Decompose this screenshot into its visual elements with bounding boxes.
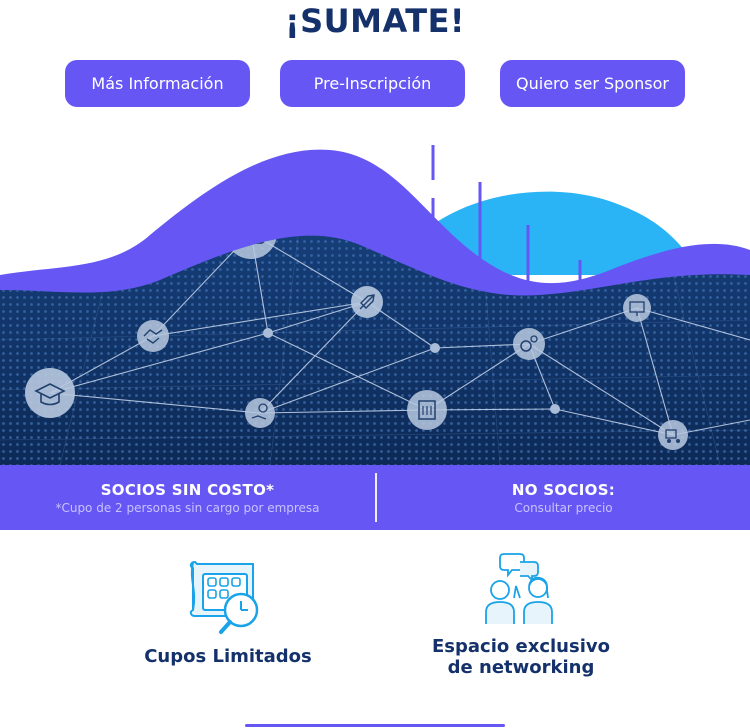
graduation-cap-icon (25, 368, 75, 418)
delivery-icon (658, 420, 688, 450)
monitor-icon (623, 294, 651, 322)
network-map-illustration (0, 145, 750, 465)
more-info-button[interactable]: Más Información (65, 60, 250, 107)
rocket-icon (351, 286, 383, 318)
sky-hill-shape (420, 191, 700, 275)
non-members-pricing: NO SOCIOS: Consultar precio (377, 465, 750, 530)
members-pricing: SOCIOS SIN COSTO* *Cupo de 2 personas si… (0, 465, 375, 530)
feature-label-networking: Espacio exclusivo de networking (396, 636, 646, 678)
handshake-icon (137, 320, 169, 352)
non-members-note: Consultar precio (514, 500, 613, 515)
calendar-clock-icon (189, 560, 259, 634)
pricing-divider (375, 473, 377, 522)
feature-label-networking-line1: Espacio exclusivo (432, 636, 610, 657)
non-members-title: NO SOCIOS: (511, 480, 616, 499)
hand-coin-icon (245, 398, 275, 428)
feature-limited-seats: Cupos Limitados (103, 550, 353, 667)
networking-people-icon (485, 553, 553, 624)
cta-buttons: Más Información Pre-Inscripción Quiero s… (0, 60, 750, 107)
members-title: SOCIOS SIN COSTO* (100, 480, 275, 499)
building-icon (407, 390, 447, 430)
pricing-band: SOCIOS SIN COSTO* *Cupo de 2 personas si… (0, 465, 750, 530)
pre-registration-button[interactable]: Pre-Inscripción (280, 60, 465, 107)
sponsor-button[interactable]: Quiero ser Sponsor (500, 60, 685, 107)
gears-icon (513, 328, 545, 360)
feature-label-networking-line2: de networking (447, 657, 595, 678)
feature-networking: Espacio exclusivo de networking (396, 550, 646, 678)
bottom-accent-line (245, 724, 505, 727)
page-title: ¡SUMATE! (284, 2, 466, 40)
members-note: *Cupo de 2 personas sin cargo por empres… (55, 500, 320, 515)
feature-label-limited-seats: Cupos Limitados (144, 646, 312, 667)
